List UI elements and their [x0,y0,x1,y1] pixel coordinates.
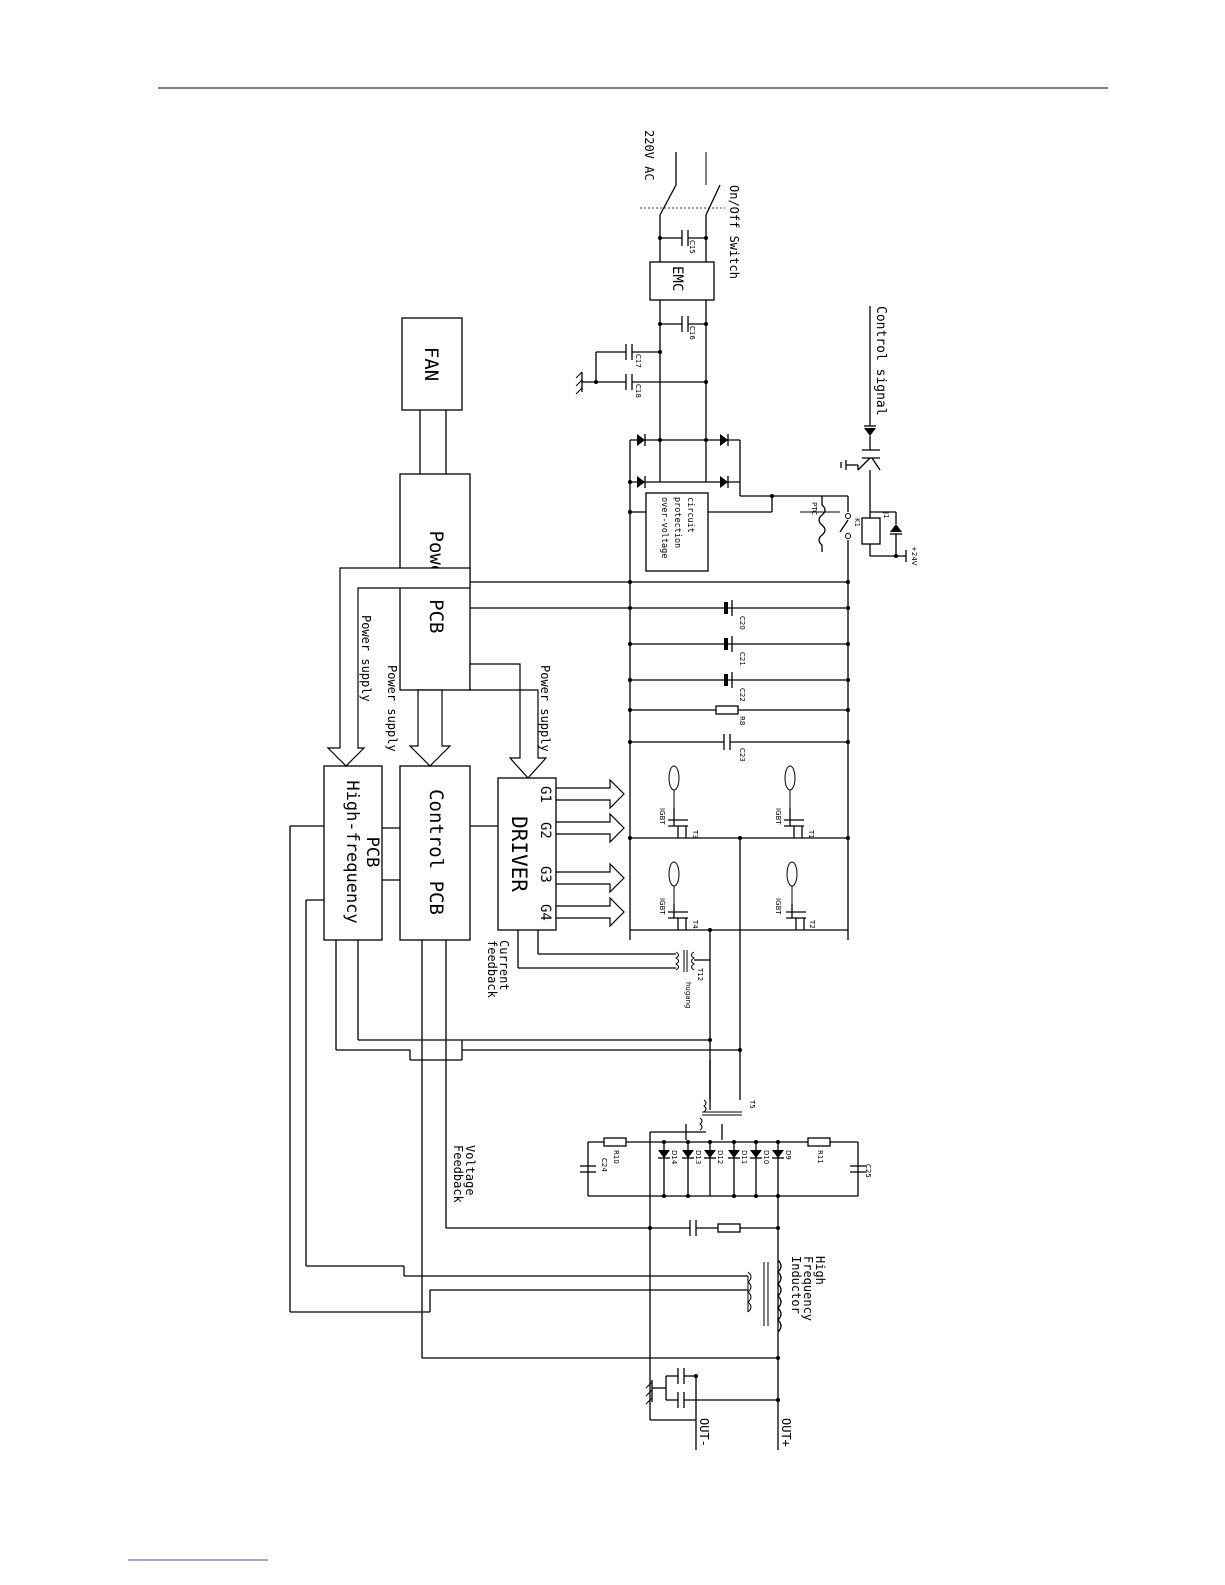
d9-label: D9 [784,1150,792,1160]
r10-label: R10 [612,1150,620,1164]
hf-inductor [747,1259,782,1333]
igbt-bridge [628,765,850,1110]
voltage-feedback-label-1: Voltage [463,1145,477,1196]
ptc-relay-section [772,306,907,940]
gate-arrows [555,778,625,928]
c25-label: C25 [864,1164,872,1178]
j1-label: J1 [882,511,890,519]
high-frequency-pcb-label-2: PCB [362,837,382,868]
c16-label: C16 [688,326,696,340]
input-capacitors [575,316,708,395]
emc-label: EMC [669,266,685,291]
t12-label: T12 [696,967,704,981]
feedback-rc [648,1220,780,1236]
plus24v-label: +24V [910,546,918,566]
d14-label: D14 [670,1150,678,1165]
over-voltage-label-1: over-voltage [659,497,669,558]
fan-label: FAN [420,347,442,381]
dc-bus [470,580,850,750]
high-frequency-pcb-label-1: High-frequency [342,780,362,923]
t12-sub-label: hugang [684,982,692,1009]
over-voltage-label-3: circuit [685,497,695,533]
power-supply-label-3: Power supply [538,665,552,752]
current-feedback-label-1: Current [497,940,511,991]
voltage-feedback-label-2: Feedback [451,1145,465,1204]
output-terminals [645,1368,780,1450]
c18-label: C18 [634,384,642,398]
k1-label: K1 [853,518,861,527]
c15-label: C15 [688,240,696,254]
gate-label-g2: G2 [537,822,553,839]
control-pcb-label: Control PCB [425,789,447,915]
c24-label: C24 [600,1158,608,1172]
power-supply-label-1: Power supply [359,615,373,702]
ac-input-label: 220V AC [642,130,656,181]
control-pcb-block [399,765,471,941]
t1-label: T1 [807,829,815,839]
igbt-label-t4: IGBT [658,898,666,915]
d12-label: D12 [716,1150,724,1164]
r11-label: R11 [816,1150,824,1164]
c17-label: C17 [634,354,642,368]
bridge-rectifier [628,428,774,940]
power-supply-arrow-hf [326,567,471,767]
out-plus-label: OUT+ [779,1418,793,1447]
driver-label: DRIVER [507,816,531,892]
ptc-label: PTC [810,502,818,515]
igbt-label-t3: IGBT [658,808,666,825]
current-feedback-label-2: feedback [485,940,499,999]
hf-inductor-label-1: High [813,1256,827,1285]
d11-label: D11 [740,1150,748,1164]
hf-inductor-label-3: Inductor [789,1256,803,1314]
power-supply-arrow-control [408,689,452,767]
t3-label: T3 [691,829,699,839]
fan-block [401,317,463,411]
d13-label: D13 [694,1150,702,1164]
t4-label: T4 [691,919,699,929]
c21-label: C21 [738,652,746,666]
c23-label: C23 [738,748,746,762]
control-signal-label: Control signal [873,306,888,416]
gate-label-g3: G3 [537,866,553,883]
d10-label: D10 [762,1150,770,1164]
c22-label: C22 [738,688,746,702]
on-off-switch-label: On/Off Switch [727,185,741,279]
igbt-label-t2: IGBT [774,898,782,915]
r8-label: R8 [738,716,746,725]
output-rectifier [580,1137,866,1440]
high-frequency-pcb-block [323,765,383,941]
gate-label-g4: G4 [537,904,553,921]
out-minus-label: OUT- [697,1418,711,1447]
driver-block [497,777,557,931]
ac-input-section [640,152,725,428]
over-voltage-protection-block [645,492,709,572]
gate-label-g1: G1 [537,786,553,803]
t5-label: T5 [748,1099,756,1109]
output-transformer [649,1060,742,1420]
c20-label: C20 [738,616,746,630]
hf-inductor-label-2: Frequency [801,1256,815,1321]
power-supply-label-2: Power supply [385,665,399,752]
t2-label: T2 [808,919,816,929]
igbt-label-t1: IGBT [774,808,782,825]
control-wiring [289,825,780,1360]
over-voltage-label-2: protection [672,497,682,548]
power-supply-arrow-driver [469,663,548,779]
emc-block [649,261,715,301]
current-feedback-transformer [517,930,710,972]
